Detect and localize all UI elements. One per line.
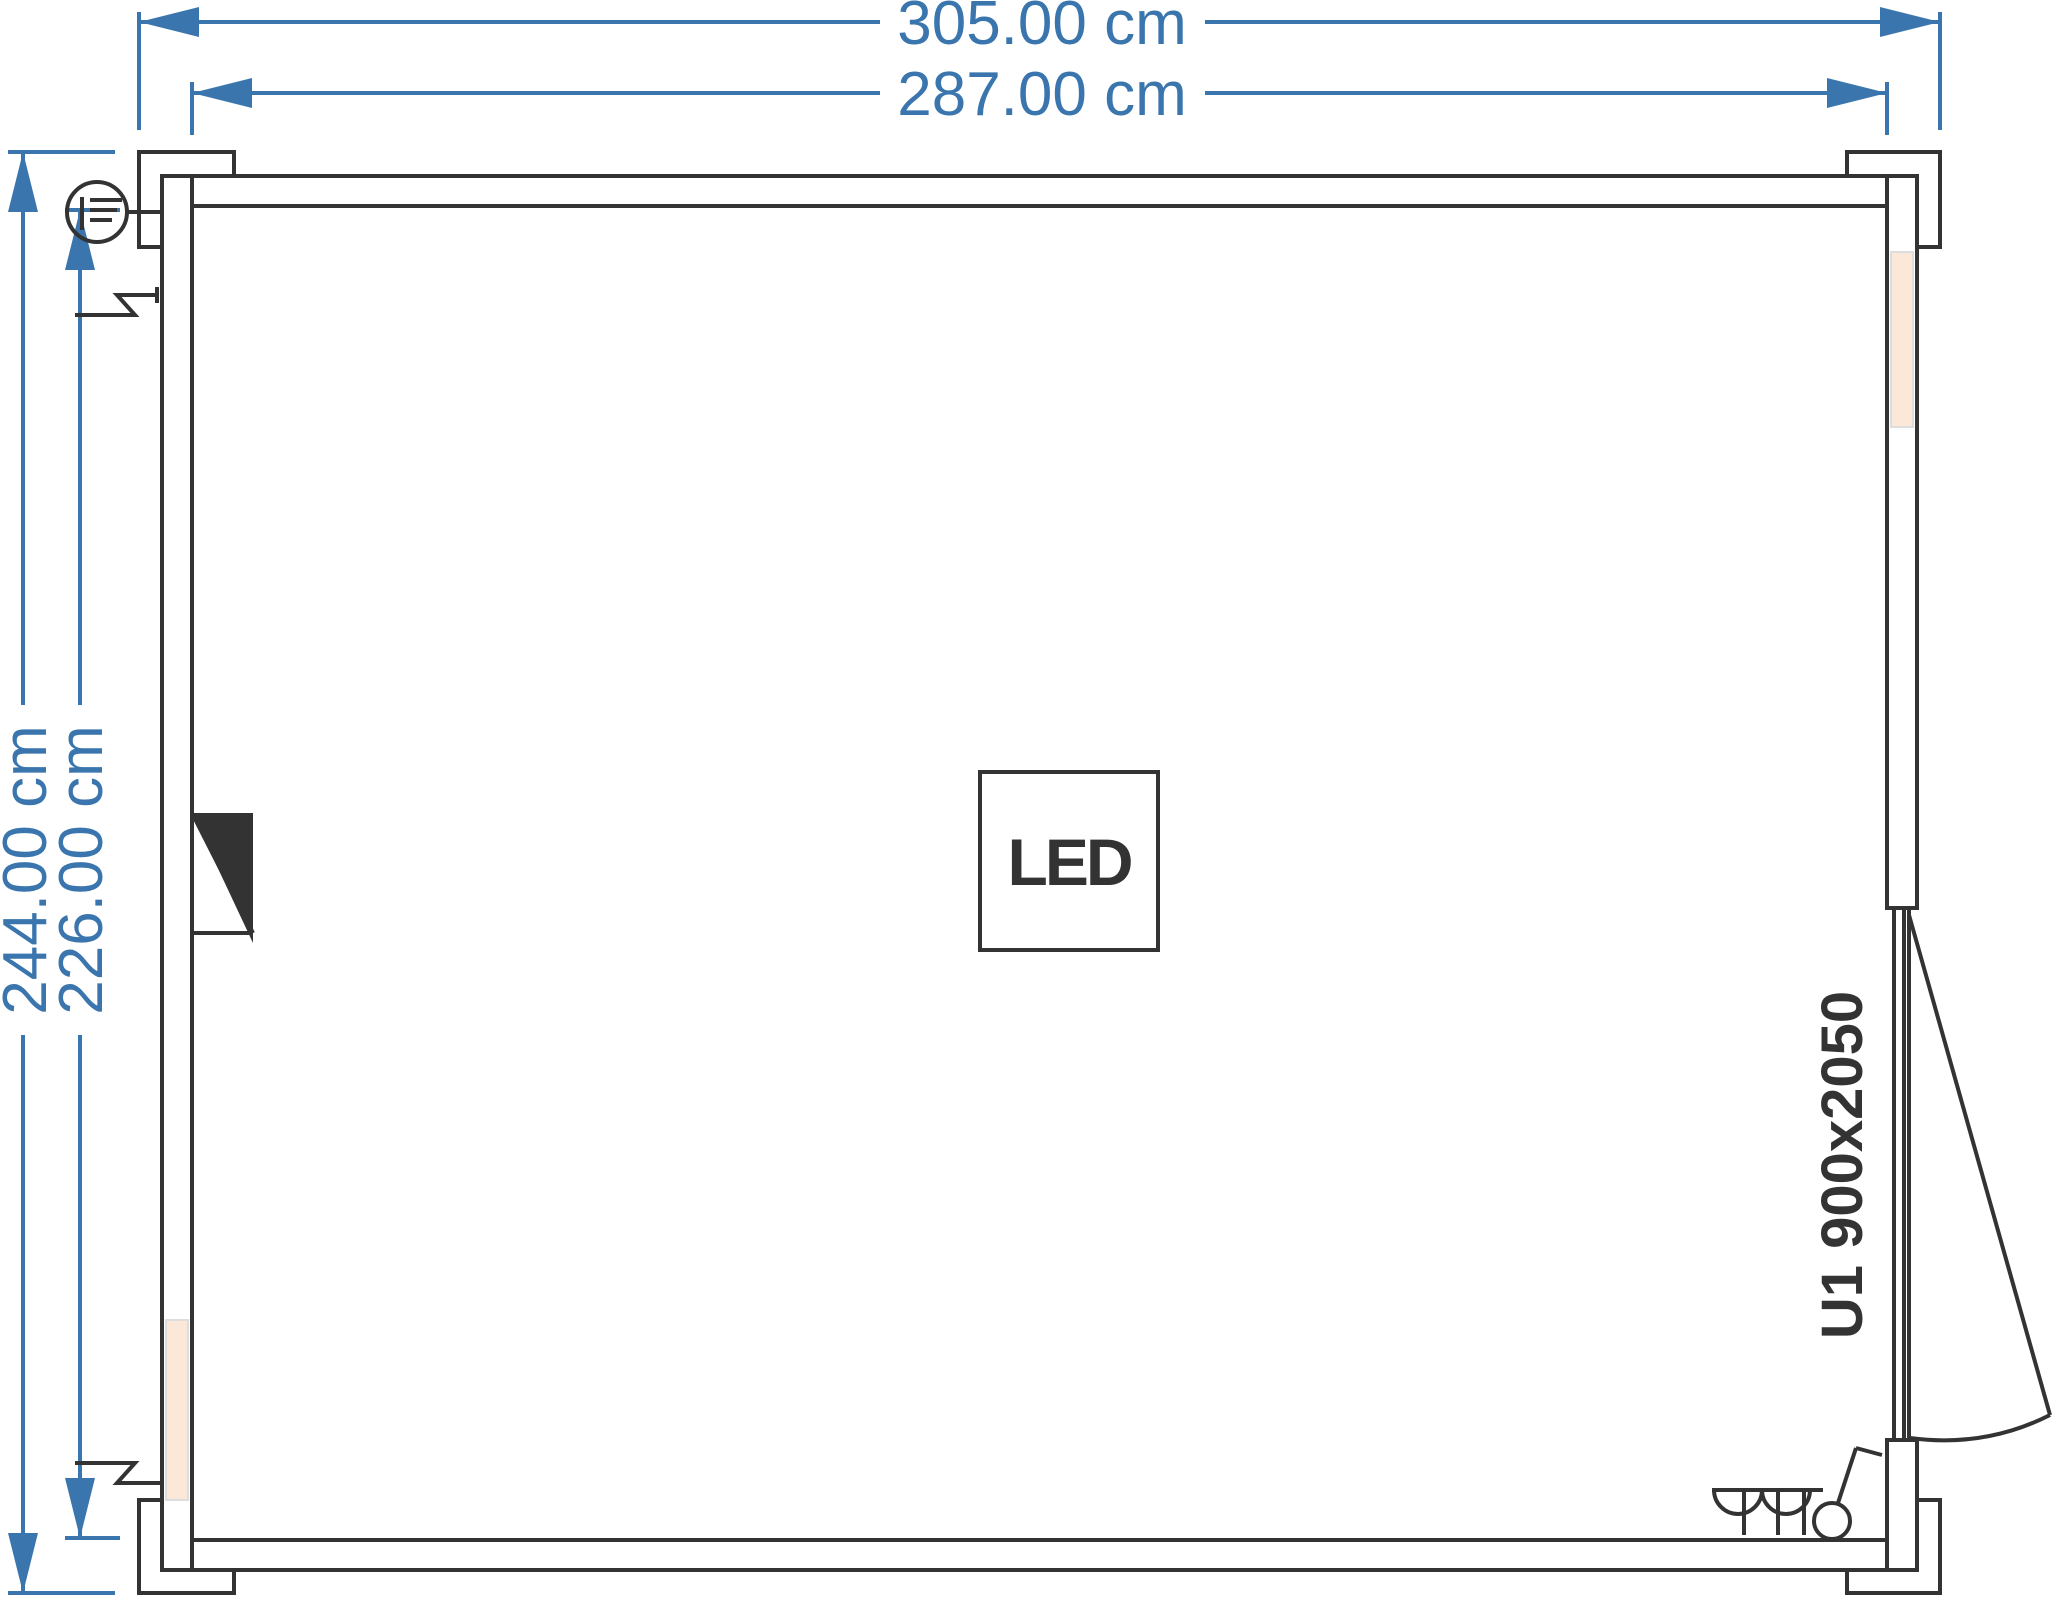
switch-icon — [1812, 1446, 1883, 1541]
door-leaf — [1907, 914, 2052, 1416]
inner-width-label: 287.00 cm — [897, 60, 1187, 129]
window-right — [1890, 251, 1914, 428]
corner-post-top-right — [1845, 150, 1942, 249]
electrical-outlet-icon — [1712, 1488, 1823, 1535]
right-wall-lower — [1885, 1438, 1919, 1572]
heater-icon — [190, 812, 255, 943]
power-inlet-icon — [75, 287, 159, 317]
outer-height-label: 244.00 cm — [0, 725, 60, 1015]
inner-height-label: 226.00 cm — [47, 725, 116, 1015]
door — [1892, 908, 2052, 1443]
ground-symbol-icon — [65, 180, 162, 244]
corner-post-top-left — [137, 150, 236, 249]
corner-post-bottom-right — [1845, 1498, 1942, 1595]
dimension-lines — [8, 7, 1942, 1595]
door-swing-icon — [1909, 1413, 2051, 1443]
led-light-icon — [978, 770, 1160, 952]
top-wall — [160, 174, 1919, 208]
inner-wall-lines — [190, 204, 1889, 1542]
window-left — [165, 1319, 189, 1501]
door-label: U1 900x2050 — [1810, 991, 1875, 1339]
led-label: LED — [1008, 825, 1131, 899]
power-inlet-icon — [75, 1461, 162, 1485]
bottom-wall — [160, 1538, 1919, 1572]
outer-width-label: 305.00 cm — [897, 0, 1187, 58]
corner-post-bottom-left — [137, 1498, 236, 1595]
